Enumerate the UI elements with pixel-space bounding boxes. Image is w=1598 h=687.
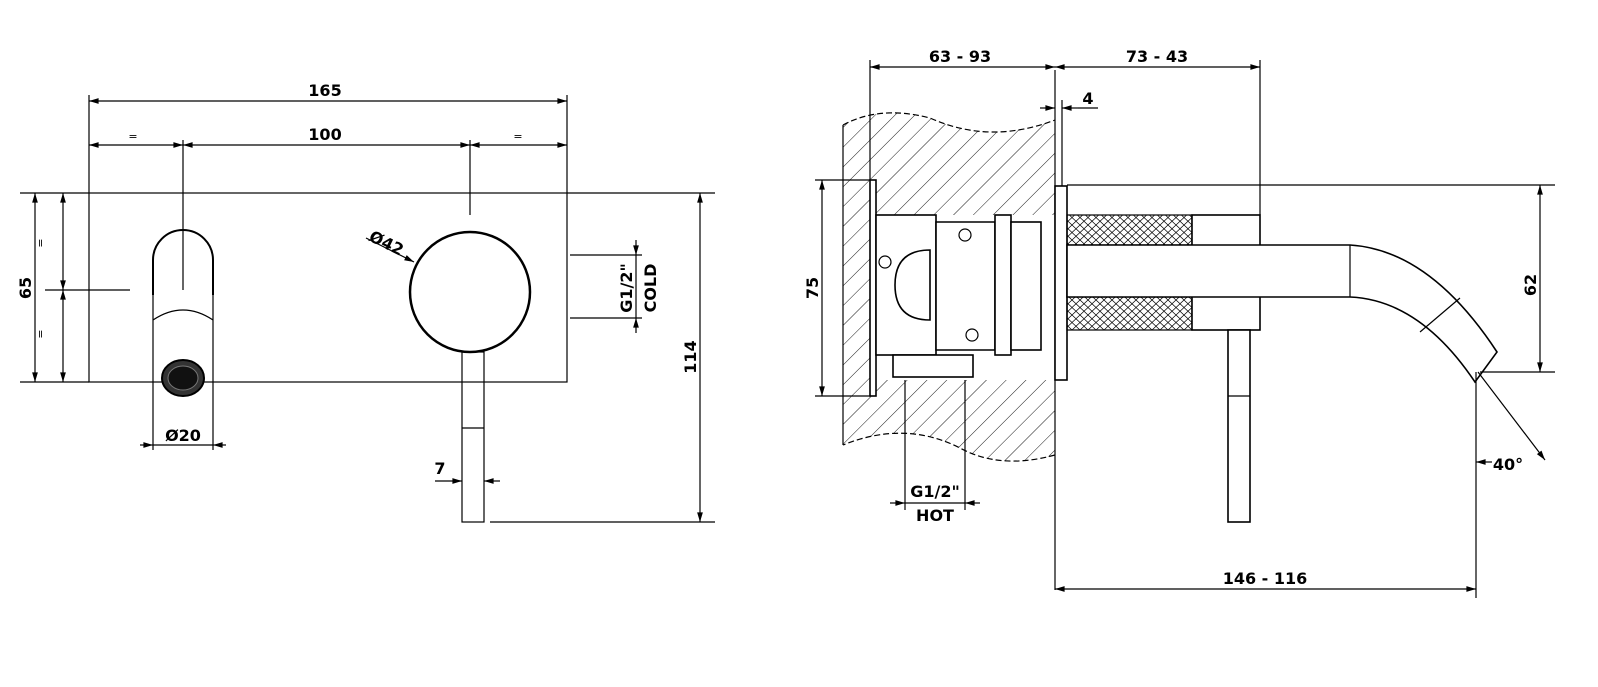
hot-connection: G1/2"	[910, 482, 960, 501]
dim-spout-reach: 146 - 116	[1223, 569, 1308, 588]
dim-total-height: 114	[681, 340, 700, 373]
knurled-ring-top	[1066, 214, 1193, 246]
mounting-plate	[869, 179, 877, 397]
lever	[461, 351, 485, 523]
dim-centers: 100	[308, 125, 341, 144]
cover-plate	[1054, 185, 1068, 381]
dim-plate-thickness: 4	[1082, 89, 1093, 108]
dim-equal-bottom: =	[34, 329, 47, 338]
dim-handle-diameter: Ø42	[366, 227, 407, 260]
wall-plate	[88, 192, 568, 383]
dim-body-depth: 63 - 93	[929, 47, 991, 66]
dim-plate-height: 65	[16, 277, 35, 299]
handle-knob	[408, 230, 532, 354]
dim-spout-angle: 40°	[1493, 455, 1523, 474]
spout-outline	[152, 229, 214, 295]
dim-equal-right: =	[513, 130, 522, 143]
cold-label: COLD	[641, 264, 660, 313]
front-view: 165 100 = = 65 = = Ø20 Ø42 7	[16, 81, 715, 523]
dim-spout-height: 62	[1521, 274, 1540, 296]
side-lever	[1227, 329, 1251, 523]
hot-inlet	[892, 354, 974, 378]
dim-spout-diameter: Ø20	[165, 426, 201, 445]
dim-lever-width: 7	[434, 459, 445, 478]
dim-mount-height: 75	[803, 277, 822, 299]
dim-projection-handle: 73 - 43	[1126, 47, 1188, 66]
dim-equal-top: =	[34, 238, 47, 247]
dim-width-total: 165	[308, 81, 341, 100]
dim-equal-left: =	[128, 130, 137, 143]
cold-connection: G1/2"	[617, 263, 636, 313]
knurled-ring-bottom	[1066, 296, 1193, 331]
hot-label: HOT	[916, 506, 954, 525]
side-view: 63 - 93 73 - 43 4 75 62 40° 146 - 116 G1…	[803, 47, 1555, 598]
spout	[1066, 244, 1498, 384]
